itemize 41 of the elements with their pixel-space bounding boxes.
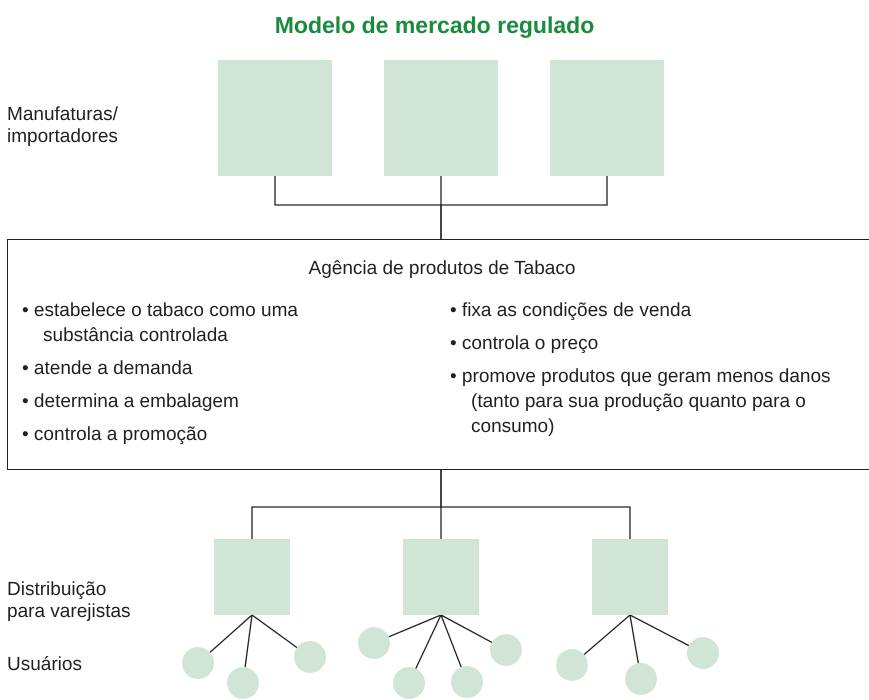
connector-line [629, 614, 639, 664]
bullet-item: • controla a promoção [22, 423, 208, 447]
connector-line [440, 470, 631, 539]
connector-line [244, 614, 253, 668]
box-heading: Agência de produtos de Tabaco [308, 258, 576, 280]
entity-box [214, 539, 290, 615]
user-circle [393, 667, 425, 699]
connector-line [440, 614, 462, 668]
user-circle [358, 627, 390, 659]
connector-line [252, 614, 298, 648]
entity-box [550, 60, 664, 176]
bullet-item: • promove produtos que geram menos danos (tanto para sua produção quanto para o consumo) [450, 365, 832, 439]
user-circle [556, 649, 588, 681]
connector-line [440, 614, 492, 643]
connector-line [388, 614, 442, 638]
bullet-item: • determina a embalagem [22, 390, 240, 414]
user-circle [490, 634, 522, 666]
connector-line [440, 176, 608, 239]
bullet-item: • estabelece o tabaco como uma substância controlada [22, 299, 299, 348]
bullet-item: • fixa as condições de venda [450, 299, 692, 323]
connector-line [210, 614, 252, 653]
user-circle [687, 637, 719, 669]
agency-box [7, 239, 869, 470]
user-circle [227, 667, 259, 699]
row-label: Usuários [7, 654, 83, 676]
user-circle [451, 666, 483, 698]
connector-line [630, 614, 690, 646]
connector-line [415, 614, 442, 669]
entity-box [403, 539, 479, 615]
row-label: Distribuição para varejistas [7, 579, 132, 623]
diagram-title: Modelo de mercado regulado [274, 12, 596, 39]
entity-box [592, 539, 668, 615]
connector-line [584, 614, 630, 656]
bullet-item: • atende a demanda [22, 357, 194, 381]
entity-box [218, 60, 332, 176]
user-circle [182, 647, 214, 679]
user-circle [294, 641, 326, 673]
bullet-item: • controla o preço [450, 332, 600, 356]
row-label: Manufaturas/ importadores [7, 104, 119, 148]
entity-box [384, 60, 498, 176]
user-circle [625, 663, 657, 695]
